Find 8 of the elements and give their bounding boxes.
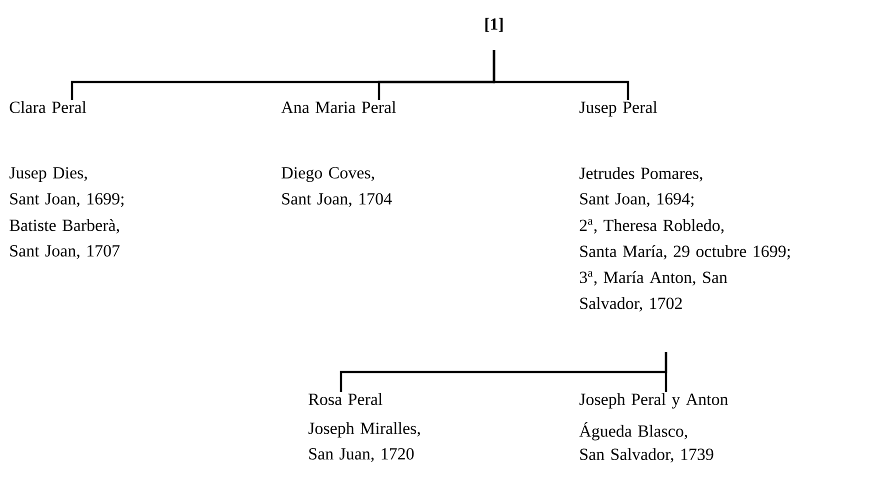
family-member-text: Joseph Peral y Anton Águeda Blasco, San Salvador, 1739 bbox=[579, 393, 728, 462]
root-label: [1] bbox=[485, 18, 503, 32]
family-member-text: Jusep Peral Jetrudes Pomares, Sant Joan, 1694; 2$^{a}$, Theresa Robledo, Santa María, 29 octubre 1699; 3$^{a}$, María Anton, San Salvador, 1702 bbox=[579, 101, 790, 312]
family-member-text: Clara Peral Jusep Dies, Sant Joan, 1699; Batiste Barberà, Sant Joan, 1707 bbox=[9, 101, 124, 260]
tree-connector bbox=[664, 352, 668, 392]
tree-connector bbox=[492, 50, 630, 100]
family-member-text: Rosa Peral Joseph Miralles, San Juan, 1720 bbox=[308, 393, 420, 462]
family-member-text: Ana Maria Peral Diego Coves, Sant Joan, 1704 bbox=[281, 101, 396, 208]
